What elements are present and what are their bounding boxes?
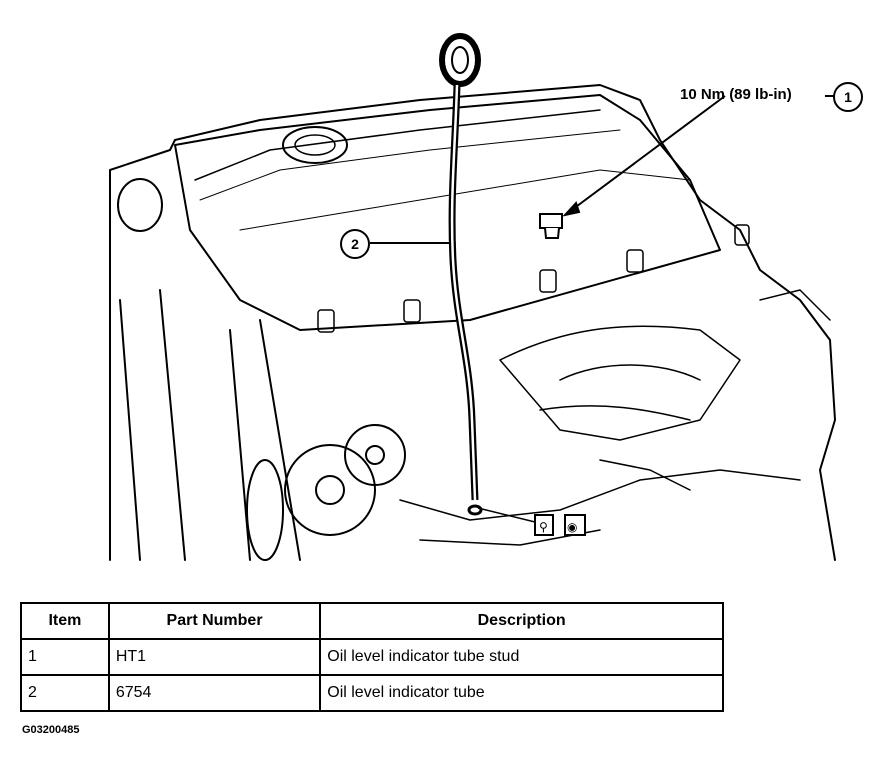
figure-id: G03200485: [22, 724, 80, 736]
oil-level-indicator-tube-stud: [539, 213, 563, 239]
engine-illustration: ⚲ ◉: [109, 33, 836, 561]
valve-cover: [174, 94, 721, 331]
table-row: 2 6754 Oil level indicator tube: [20, 674, 724, 712]
side-pulley: [246, 459, 284, 561]
table-row: 1 HT1 Oil level indicator tube stud: [20, 638, 724, 676]
spark-plug-posts: [317, 224, 750, 333]
callout-number-1: 1: [833, 82, 863, 112]
leader-line-1: [564, 95, 726, 216]
dipstick-handle: [439, 33, 481, 87]
column-header-part-number: Part Number: [107, 602, 322, 640]
part-number-cell: HT1: [107, 638, 322, 676]
column-header-item: Item: [20, 602, 110, 640]
upper-pulley: [344, 424, 406, 486]
magnifier-icon: ⚲: [539, 520, 548, 534]
drive-belt: [229, 319, 301, 561]
torque-callout-label: 10 Nm (89 lb-in): [680, 86, 792, 103]
callout-number-2: 2: [340, 229, 370, 259]
oil-filler-cap: [282, 126, 348, 164]
description-cell: Oil level indicator tube: [319, 674, 724, 712]
lower-pulley: [284, 444, 376, 536]
column-header-description: Description: [319, 602, 724, 640]
oil-can-icon: ◉: [567, 520, 577, 534]
table-header-row: Item Part Number Description: [20, 602, 724, 640]
inspection-icons: [477, 507, 586, 536]
oil-level-indicator: [439, 33, 483, 516]
part-number-cell: 6754: [107, 674, 322, 712]
parts-table: Item Part Number Description 1 HT1 Oil l…: [20, 602, 724, 712]
item-cell: 2: [20, 674, 110, 712]
item-cell: 1: [20, 638, 110, 676]
description-cell: Oil level indicator tube stud: [319, 638, 724, 676]
engine-block-outline: [109, 84, 836, 561]
intake-runners: [499, 325, 741, 441]
